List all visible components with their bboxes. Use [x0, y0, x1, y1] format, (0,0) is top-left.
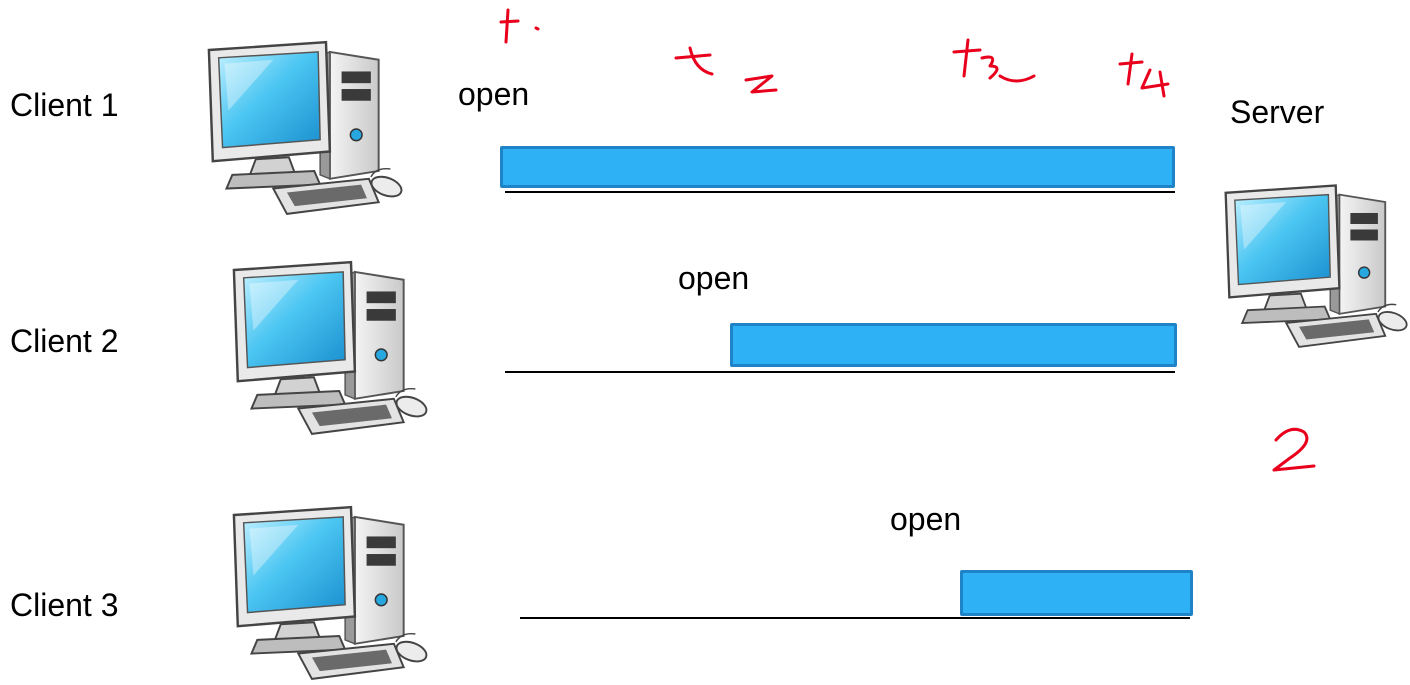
- client-2-timeline: [505, 371, 1175, 373]
- client-2-label: Client 2: [10, 323, 119, 359]
- client-3-open-label: open: [890, 501, 962, 537]
- time-mark-t3: [952, 38, 1036, 83]
- client-3-timeline: [520, 617, 1190, 619]
- time-mark-t2: [674, 46, 778, 94]
- client-1-label: Client 1: [10, 87, 119, 123]
- client-2-open-label: open: [678, 260, 750, 296]
- client-3-label: Client 3: [10, 587, 119, 623]
- client-3-open-bar: [960, 570, 1193, 616]
- client-1-open-label: open: [458, 76, 530, 112]
- server-label: Server: [1230, 94, 1325, 130]
- client-1-timeline: [505, 191, 1175, 193]
- client-2-open-bar: [730, 323, 1177, 367]
- client-1-open-bar: [500, 146, 1175, 188]
- time-mark-t4: [1118, 52, 1170, 98]
- time-mark-t1: [499, 8, 540, 44]
- handwritten-number-2: [1272, 427, 1316, 472]
